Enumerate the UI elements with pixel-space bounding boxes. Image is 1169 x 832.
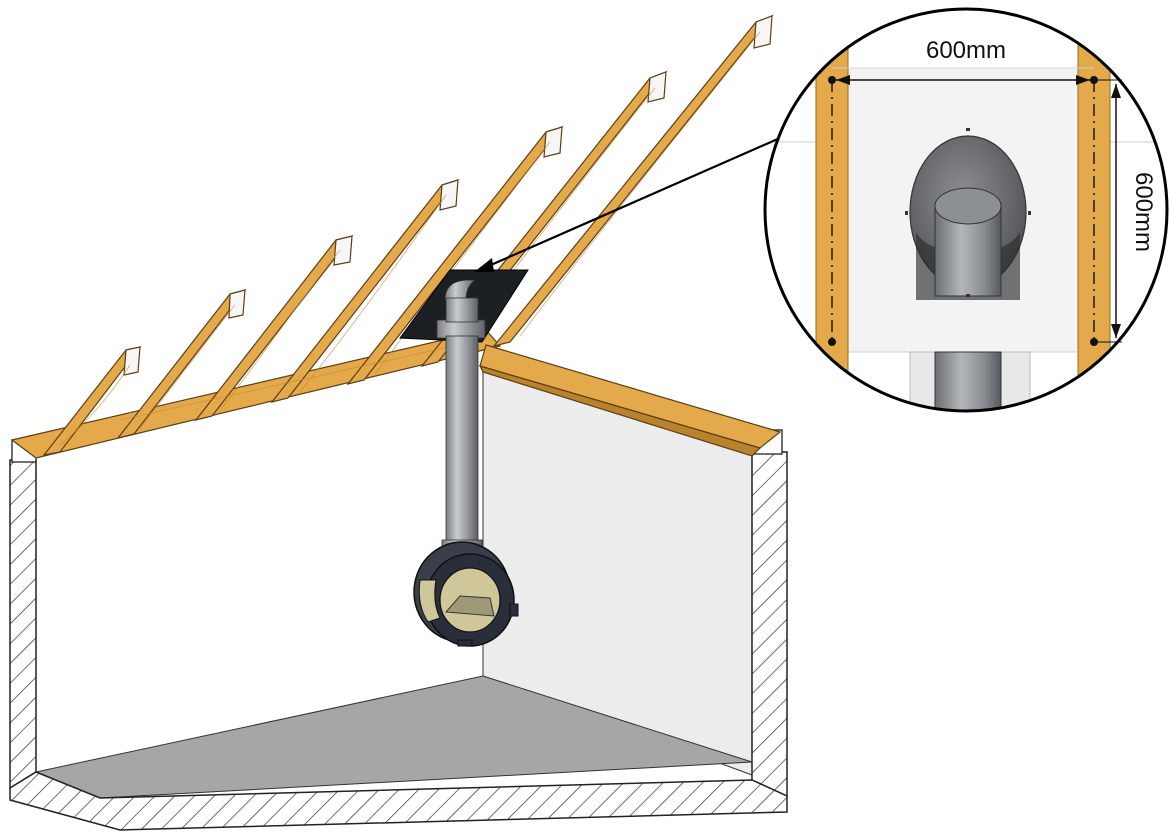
wood-grain [59, 31, 761, 446]
right-wall-section [751, 451, 788, 798]
leader-arrowhead [474, 258, 494, 272]
roof-structure [10, 14, 782, 459]
room [9, 369, 788, 831]
rafter [492, 14, 774, 348]
horizontal-dimension-label: 600mm [926, 37, 1006, 64]
stove-handle [509, 603, 519, 617]
flue-main-pipe [445, 335, 479, 547]
stove-inner-frame [444, 595, 495, 617]
rafter-end [647, 71, 667, 103]
zoom-leader [474, 136, 781, 272]
rafter-end [333, 235, 353, 266]
flue-collar [436, 319, 486, 339]
detail-lower-pipe [934, 351, 1002, 411]
suspended-stove [413, 541, 519, 647]
floor-slab-section [9, 771, 788, 831]
detail-flue-top [934, 187, 1002, 225]
detail-callout: 600mm 600mm [763, 7, 1169, 413]
vertical-dimension: 600mm [1098, 79, 1157, 343]
stove-side-window [418, 579, 441, 623]
left-wall-section [9, 459, 37, 790]
rafter-end [228, 289, 246, 319]
flue-collar-top [445, 297, 479, 323]
rafters [42, 14, 774, 456]
rafter-end [543, 126, 563, 158]
flue-elbow [444, 279, 477, 301]
stove-foot [457, 639, 473, 647]
horizontal-dimension: 600mm [832, 37, 1094, 85]
flue-pipe [436, 279, 486, 555]
wall-plate-right-face [478, 365, 762, 457]
vertical-dimension-label: 600mm [1130, 172, 1157, 252]
detail-circle-border [763, 7, 1169, 413]
rafter-end [753, 15, 773, 49]
rafter-end [439, 179, 459, 211]
